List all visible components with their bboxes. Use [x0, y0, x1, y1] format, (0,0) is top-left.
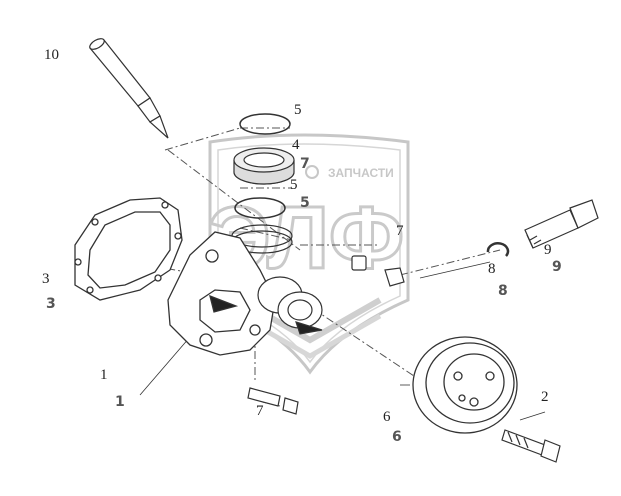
- ghost-label-9: 9: [552, 259, 562, 275]
- clip-part-8: [486, 242, 510, 257]
- plug-part-7-upper: [351, 255, 405, 287]
- callout-7-lower: 7: [256, 403, 264, 419]
- callout-10: 10: [44, 47, 59, 63]
- callout-5-upper: 5: [294, 102, 302, 118]
- callout-4: 4: [292, 137, 300, 153]
- pump-housing-part-1: [167, 231, 276, 356]
- ghost-label-7: 7: [300, 156, 310, 172]
- ghost-label-1: 1: [115, 394, 125, 410]
- pulley-part-6: [412, 336, 518, 434]
- callout-8: 8: [488, 261, 496, 277]
- ghost-label-8: 8: [498, 283, 508, 299]
- plug-part-7-lower: [247, 387, 299, 415]
- callout-1: 1: [100, 367, 108, 383]
- callout-7-upper: 7: [396, 223, 404, 239]
- ghost-label-3: 3: [46, 296, 56, 312]
- o-ring-part-5-middle: [234, 197, 286, 219]
- watermark-brand-text: ЗАПЧАСТИ: [328, 166, 394, 180]
- ghost-label-5: 5: [300, 195, 310, 211]
- o-ring-part-5-upper: [239, 113, 291, 135]
- callout-9: 9: [544, 242, 552, 258]
- callout-2: 2: [541, 389, 549, 405]
- sensor-part-9: [524, 199, 599, 249]
- sealant-tube-part-10: [89, 38, 169, 139]
- callout-6: 6: [383, 409, 391, 425]
- seal-part-4: [233, 147, 295, 185]
- gasket-part-3: [74, 197, 183, 301]
- impeller-hub: [257, 276, 323, 335]
- gear-icon: [305, 165, 319, 179]
- callout-3: 3: [42, 271, 50, 287]
- ghost-label-6: 6: [392, 429, 402, 445]
- bolt-part-2: [501, 429, 561, 463]
- callout-5-lower: 5: [290, 177, 298, 193]
